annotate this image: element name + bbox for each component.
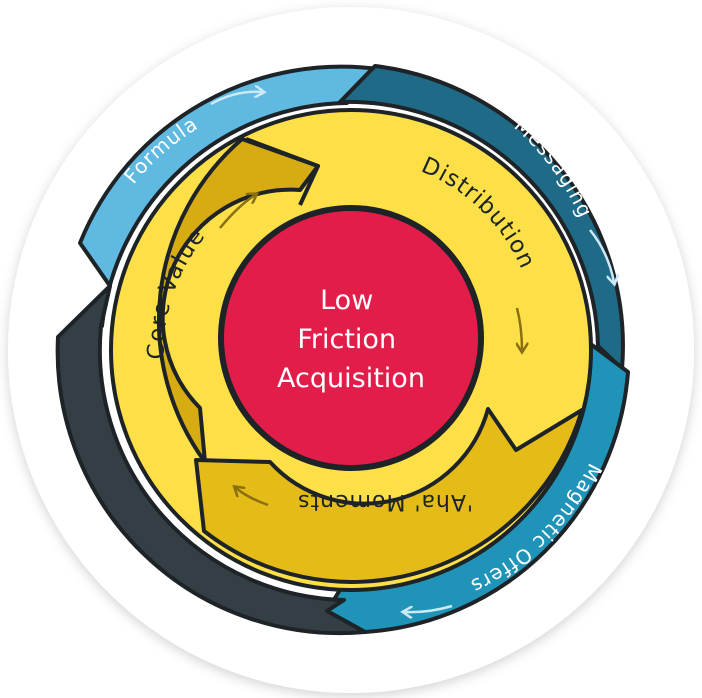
inner-segment-distribution-divider <box>245 137 320 206</box>
arrow-messaging-icon <box>589 229 614 282</box>
inner-segment-core-value <box>156 137 320 464</box>
center-line-3: Acquisition <box>277 363 425 394</box>
center-line-1: Low <box>320 285 373 316</box>
outer-segment-dark <box>55 284 367 636</box>
arrow-core-value-icon <box>219 195 255 229</box>
outer-ring <box>55 64 630 636</box>
center-circle <box>218 205 484 471</box>
center-line-2: Friction <box>297 324 396 355</box>
arrow-formula-icon <box>210 92 262 106</box>
arrow-magnetic-icon <box>405 604 453 612</box>
center-text: Low Friction Acquisition <box>277 285 425 394</box>
direction-arrows <box>210 92 614 612</box>
inner-segment-aha <box>194 407 584 584</box>
arrow-aha-icon <box>236 488 269 507</box>
label-aha-moments: 'Aha' Moments <box>297 489 473 514</box>
arrow-distribution-icon <box>517 307 522 350</box>
